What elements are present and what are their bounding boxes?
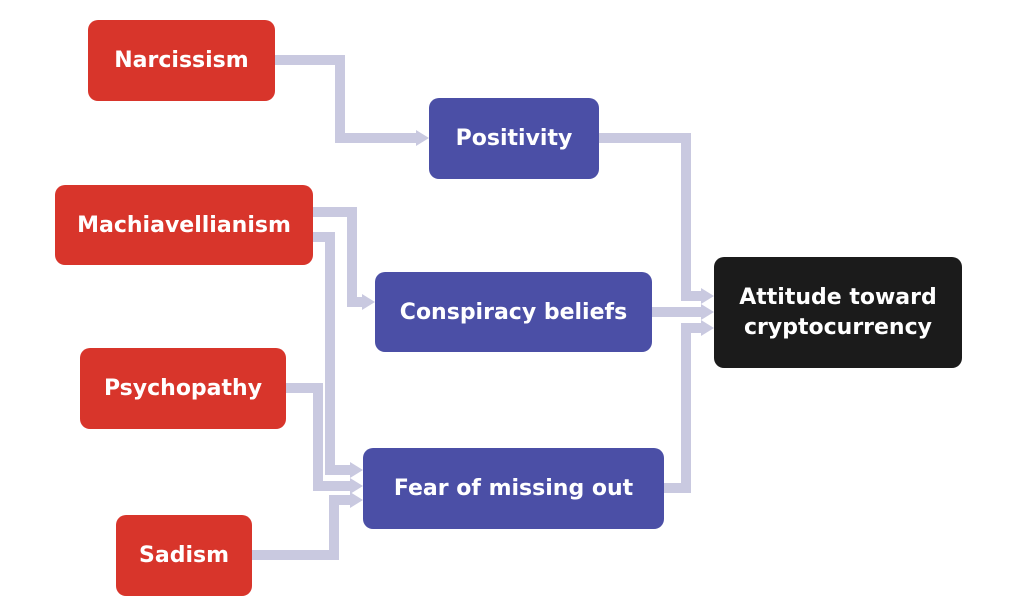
edge-positivity-attitude <box>599 133 701 301</box>
arrowhead-attitude-2 <box>701 304 714 320</box>
node-positivity: Positivity <box>429 98 599 179</box>
node-sadism: Sadism <box>116 515 252 596</box>
node-attitude-label-line1: Attitude toward <box>739 284 937 310</box>
edge-fomo-attitude <box>664 323 701 493</box>
edge-narcissism-positivity <box>275 55 416 143</box>
arrowhead-conspiracy <box>362 294 375 310</box>
node-conspiracy-beliefs-label: Conspiracy beliefs <box>399 299 628 325</box>
node-conspiracy-beliefs: Conspiracy beliefs <box>375 272 652 352</box>
node-psychopathy-label: Psychopathy <box>103 376 263 401</box>
arrowhead-fomo-3 <box>350 492 363 508</box>
node-fear-of-missing-out: Fear of missing out <box>363 448 664 529</box>
arrowhead-fomo-2 <box>350 478 363 494</box>
edge-machiavellianism-fomo <box>313 232 350 475</box>
edge-psychopathy-fomo <box>286 383 350 491</box>
node-machiavellianism: Machiavellianism <box>55 185 313 265</box>
node-narcissism-label: Narcissism <box>114 48 249 73</box>
node-sadism-label: Sadism <box>139 543 229 568</box>
arrowhead-fomo-1 <box>350 462 363 478</box>
edge-machiavellianism-conspiracy <box>313 207 362 307</box>
node-attitude-label-line2: cryptocurrency <box>744 314 932 340</box>
node-fear-of-missing-out-label: Fear of missing out <box>393 476 634 501</box>
node-psychopathy: Psychopathy <box>80 348 286 429</box>
arrowhead-attitude-1 <box>701 288 714 304</box>
arrowhead-positivity <box>416 130 429 146</box>
edge-sadism-fomo <box>252 495 350 560</box>
node-positivity-label: Positivity <box>455 126 573 151</box>
node-attitude-toward-cryptocurrency: Attitude toward cryptocurrency <box>714 257 962 368</box>
node-narcissism: Narcissism <box>88 20 275 101</box>
arrowhead-attitude-3 <box>701 320 714 336</box>
node-machiavellianism-label: Machiavellianism <box>77 212 291 238</box>
